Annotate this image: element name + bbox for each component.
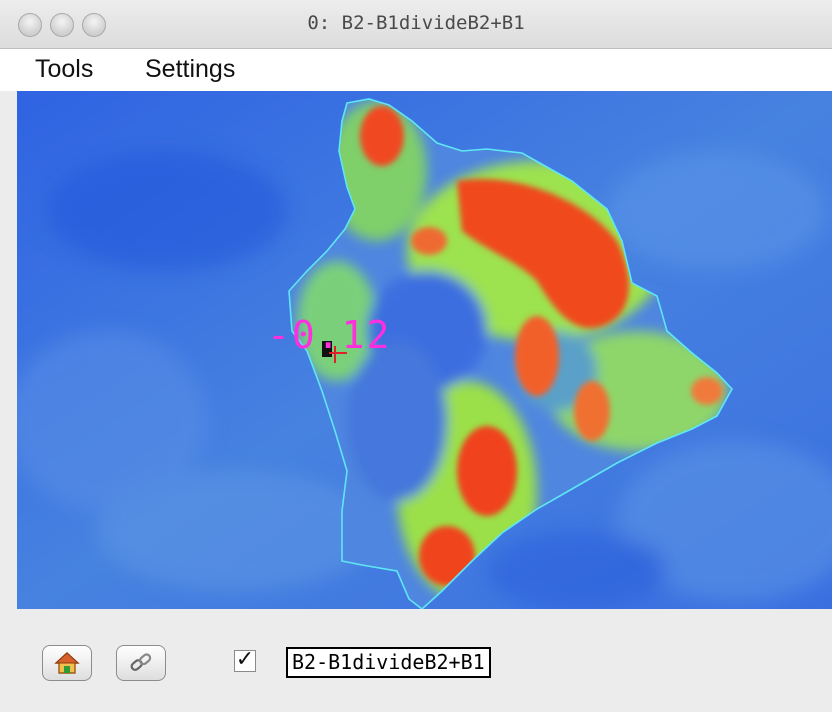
minimize-button[interactable] [50, 13, 74, 37]
link-icon [130, 653, 152, 671]
layer-name[interactable]: B2-B1divideB2+B1 [286, 647, 491, 678]
link-button[interactable] [116, 645, 166, 681]
island-outline [288, 98, 733, 609]
value-readout: -0.12 [267, 313, 392, 357]
home-icon [54, 652, 80, 674]
crosshair-icon [329, 346, 347, 363]
menu-bar: Tools Settings [0, 49, 832, 91]
window-title: 0: B2-B1divideB2+B1 [307, 12, 525, 34]
zoom-button[interactable] [82, 13, 106, 37]
layer-panel: ✓ B2-B1divideB2+B1 [0, 609, 832, 712]
menu-settings[interactable]: Settings [145, 55, 236, 83]
close-button[interactable] [18, 13, 42, 37]
probe-marker [322, 341, 332, 357]
title-bar[interactable]: 0: B2-B1divideB2+B1 [0, 0, 832, 49]
map-image [17, 91, 832, 609]
ocean-haze [17, 151, 832, 609]
home-button[interactable] [42, 645, 92, 681]
map-view[interactable]: -0.12 [17, 91, 832, 609]
menu-tools[interactable]: Tools [35, 55, 94, 83]
layer-visibility-checkbox[interactable]: ✓ [234, 647, 256, 672]
